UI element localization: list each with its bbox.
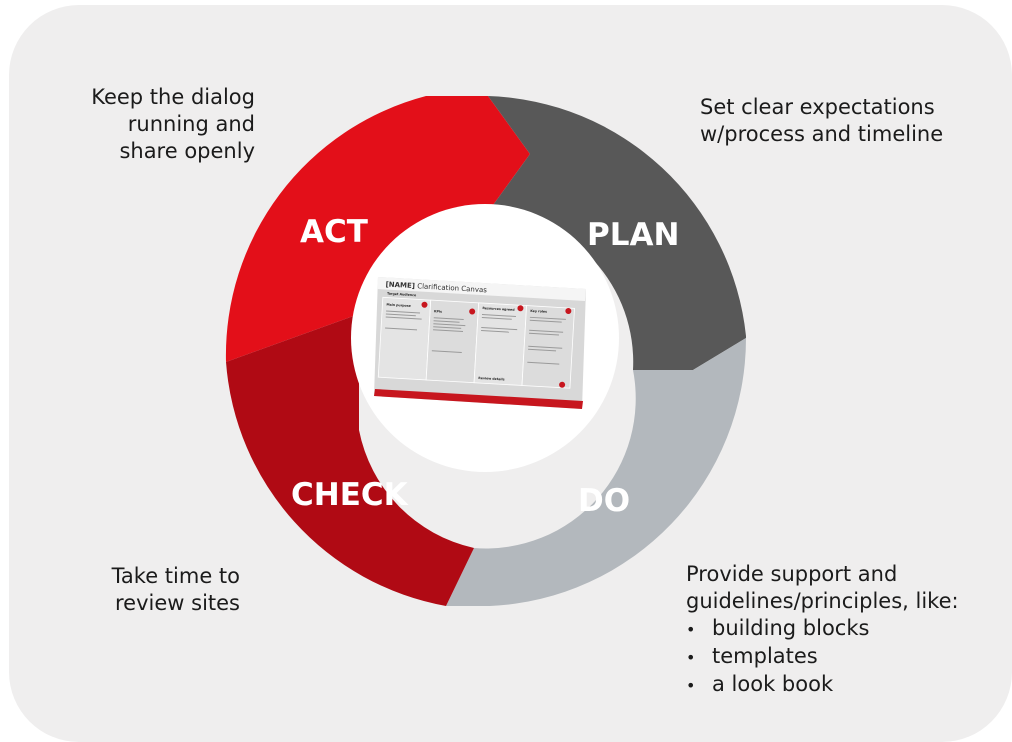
do-note-bullet: a look book xyxy=(686,671,959,699)
section-key-roles: Key roles xyxy=(530,309,547,314)
do-note: Provide support and guidelines/principle… xyxy=(686,561,959,699)
section-kpis: KPIs xyxy=(434,309,442,313)
do-segment xyxy=(446,338,747,606)
plan-note-line: Set clear expectations xyxy=(700,95,935,119)
act-note-line: share openly xyxy=(119,139,255,163)
check-label: CHECK xyxy=(291,477,409,513)
act-label: ACT xyxy=(300,214,368,250)
act-segment xyxy=(225,96,530,362)
do-note-list: building blocks templates a look book xyxy=(686,615,959,699)
canvas-title-bold: [NAME] xyxy=(385,280,415,290)
check-segment xyxy=(226,314,474,606)
check-note-line: Take time to xyxy=(111,564,240,588)
check-note-line: review sites xyxy=(115,591,240,615)
section-resources-agreed: Resources agreed xyxy=(482,306,515,312)
clarification-canvas-thumbnail: [NAME] Clarification Canvas Target Audie… xyxy=(374,277,586,409)
plan-note-line: w/process and timeline xyxy=(700,122,944,146)
do-note-line: guidelines/principles, like: xyxy=(686,589,959,613)
plan-note: Set clear expectations w/process and tim… xyxy=(700,94,943,148)
act-note: Keep the dialog running and share openly xyxy=(40,84,255,165)
do-label: DO xyxy=(578,483,630,519)
section-target-audience: Target Audience xyxy=(387,292,416,298)
do-note-bullet: building blocks xyxy=(686,615,959,643)
act-note-line: Keep the dialog xyxy=(91,85,255,109)
act-note-line: running and xyxy=(127,112,255,136)
plan-label: PLAN xyxy=(587,217,679,253)
check-note: Take time to review sites xyxy=(40,563,240,617)
plan-segment xyxy=(488,96,746,370)
section-review-details: Review details xyxy=(478,376,504,382)
do-note-line: Provide support and xyxy=(686,562,898,586)
do-note-bullet: templates xyxy=(686,643,959,671)
section-main-purpose: Main purpose xyxy=(386,303,411,308)
